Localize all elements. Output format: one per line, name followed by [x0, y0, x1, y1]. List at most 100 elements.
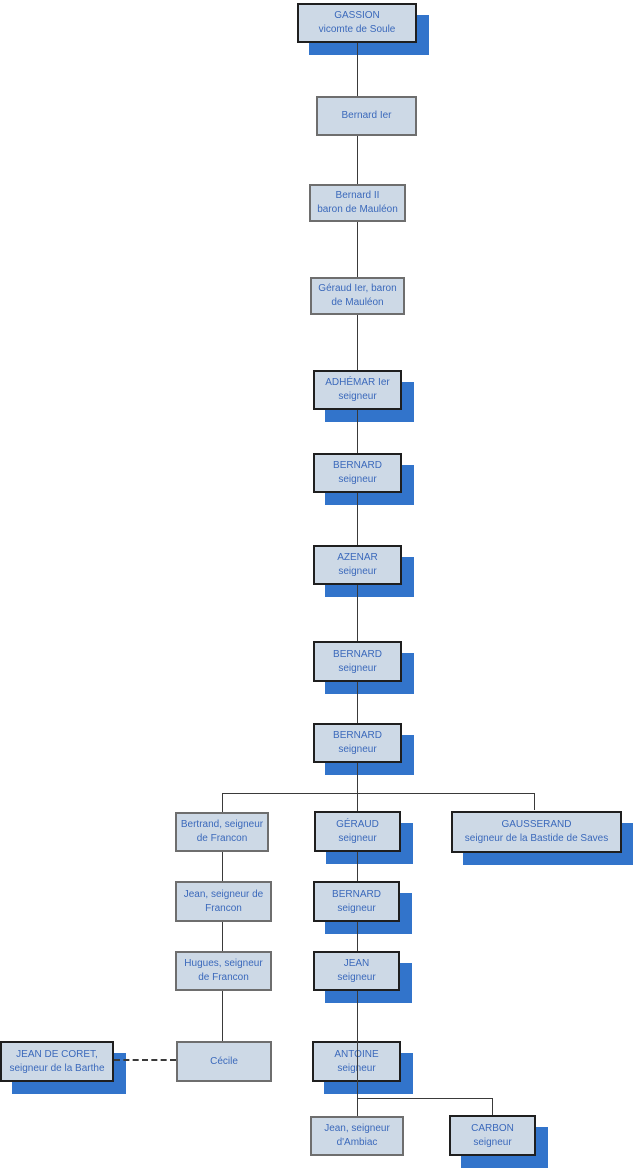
node-label-line1: Géraud Ier, baron	[318, 283, 397, 294]
person-node-bernard-c: BERNARD seigneur	[313, 723, 414, 775]
node-label-line1: GÉRAUD	[336, 818, 379, 830]
node-label-line1: Hugues, seigneur	[184, 958, 263, 969]
connector-bernardii-geraudier	[357, 222, 358, 277]
node-label-line1: Cécile	[210, 1055, 238, 1067]
node-box: ANTOINE seigneur	[312, 1041, 401, 1082]
node-label-line1: Bernard Ier	[341, 110, 392, 121]
branch-drop-gausserand	[534, 793, 535, 810]
person-node-azenar: AZENAR seigneur	[313, 545, 414, 597]
node-box: Bernard Ier	[316, 96, 417, 136]
node-label-line1: AZENAR	[337, 552, 378, 563]
node-label-line2: de Mauléon	[331, 297, 384, 308]
node-label-line1: GASSION	[334, 10, 380, 21]
connector-azenar-bernard	[357, 585, 358, 641]
connector-jeanfrancon-hugues	[222, 922, 223, 951]
connector-bernard-bernard	[357, 682, 358, 723]
node-box: Bernard II baron de Mauléon	[309, 184, 406, 222]
person-node-bernard-ii: Bernard II baron de Mauléon	[309, 184, 406, 222]
person-node-bernard-d: BERNARD seigneur	[313, 881, 412, 934]
person-node-gausserand: GAUSSERAND seigneur de la Bastide de Sav…	[451, 811, 633, 865]
person-node-hugues: Hugues, seigneur de Francon	[175, 951, 272, 991]
node-label-line1: Jean, seigneur	[324, 1123, 390, 1134]
person-node-cecile: Cécile	[176, 1041, 272, 1082]
node-label-line2: seigneur	[338, 832, 377, 844]
node-label-line2: seigneur de la Barthe	[9, 1062, 105, 1074]
node-box: Hugues, seigneur de Francon	[175, 951, 272, 991]
node-label-line1: ADHÉMAR Ier	[325, 377, 390, 388]
node-box: BERNARD seigneur	[313, 723, 402, 763]
node-box: GÉRAUD seigneur	[314, 811, 401, 852]
person-node-bernard-a: BERNARD seigneur	[313, 453, 414, 505]
node-box: GASSION vicomte de Soule	[297, 3, 417, 43]
node-label-line1: BERNARD	[332, 888, 381, 900]
node-label-line1: BERNARD	[333, 648, 382, 660]
person-node-geraud-ier: Géraud Ier, baron de Mauléon	[310, 277, 405, 315]
node-box: Cécile	[176, 1041, 272, 1082]
connector-bertrand-jeanfrancon	[222, 852, 223, 881]
branch-drop-geraud	[357, 793, 358, 811]
node-label-line2: seigneur	[337, 1062, 375, 1076]
node-label-line1: BERNARD	[333, 460, 382, 471]
node-label-line2: seigneur de la Bastide de Saves	[464, 833, 609, 844]
node-box: ADHÉMAR Ier seigneur	[313, 370, 402, 410]
node-label-line1: Bertrand, seigneur	[180, 819, 264, 830]
connector-hugues-cecile	[222, 991, 223, 1041]
node-label-line1: Jean, seigneur de	[183, 888, 264, 900]
person-node-antoine: ANTOINE seigneur	[312, 1041, 413, 1094]
node-box: GAUSSERAND seigneur de la Bastide de Sav…	[451, 811, 622, 853]
person-node-gassion: GASSION vicomte de Soule	[297, 3, 429, 55]
node-box: Bertrand, seigneur de Francon	[175, 812, 269, 852]
node-label-line1: BERNARD	[333, 730, 382, 741]
person-node-bertrand: Bertrand, seigneur de Francon	[175, 812, 269, 852]
node-box: CARBON seigneur	[449, 1115, 536, 1156]
node-box: Jean, seigneur d'Ambiac	[310, 1116, 404, 1156]
branch-bar-antoine-children	[357, 1098, 493, 1099]
node-label-line1: GAUSSERAND	[501, 819, 572, 830]
person-node-adhemar: ADHÉMAR Ier seigneur	[313, 370, 414, 422]
node-label-line2: seigneur	[338, 744, 377, 755]
node-label-line2: seigneur	[337, 902, 376, 914]
node-box: Jean, seigneur de Francon	[175, 881, 272, 922]
connector-bernardier-bernardii	[357, 136, 358, 184]
node-label-line2: d'Ambiac	[336, 1137, 378, 1148]
node-box: BERNARD seigneur	[313, 641, 402, 682]
person-node-bernard-b: BERNARD seigneur	[313, 641, 414, 694]
person-node-jean-de-coret: JEAN DE CORET, seigneur de la Barthe	[0, 1041, 126, 1094]
connector-jean-antoine-jeanambiac	[357, 991, 358, 1116]
node-box: Géraud Ier, baron de Mauléon	[310, 277, 405, 315]
connector-geraud-bernard	[357, 852, 358, 881]
node-label-line2: seigneur	[338, 391, 377, 402]
node-label-line1: Bernard II	[335, 190, 380, 201]
person-node-jean-francon: Jean, seigneur de Francon	[175, 881, 272, 922]
marriage-connector-dashed	[114, 1059, 176, 1061]
connector-bernard-jean	[357, 922, 358, 951]
connector-bernard-azenar	[357, 493, 358, 545]
person-node-bernard-ier: Bernard Ier	[316, 96, 417, 136]
node-label-line1: JEAN DE CORET,	[16, 1048, 98, 1060]
connector-geraudier-adhemar	[357, 315, 358, 370]
node-label-line1: ANTOINE	[334, 1048, 378, 1062]
connector-adhemar-bernard	[357, 410, 358, 453]
person-node-jean-ambiac: Jean, seigneur d'Ambiac	[310, 1116, 404, 1156]
node-label-line2: seigneur	[338, 566, 377, 577]
node-label-line2: Francon	[205, 902, 242, 914]
node-label-line2: baron de Mauléon	[317, 204, 398, 215]
node-label-line2: seigneur	[473, 1136, 512, 1148]
node-label-line2: seigneur	[338, 662, 377, 674]
node-box: BERNARD seigneur	[313, 453, 402, 493]
branch-drop-bertrand	[222, 793, 223, 812]
node-label-line2: de Francon	[198, 972, 249, 983]
node-label-line1: CARBON	[471, 1122, 514, 1134]
branch-bar-siblings	[222, 793, 535, 794]
node-label-line2: de Francon	[196, 833, 248, 844]
person-node-geraud: GÉRAUD seigneur	[314, 811, 413, 864]
person-node-jean: JEAN seigneur	[313, 951, 412, 1003]
branch-drop-carbon	[492, 1098, 493, 1115]
person-node-carbon: CARBON seigneur	[449, 1115, 548, 1168]
node-label-line2: vicomte de Soule	[318, 24, 396, 35]
node-label-line1: JEAN	[343, 958, 370, 969]
node-box: JEAN seigneur	[313, 951, 400, 991]
node-box: BERNARD seigneur	[313, 881, 400, 922]
connector-bernard-branch	[357, 763, 358, 793]
